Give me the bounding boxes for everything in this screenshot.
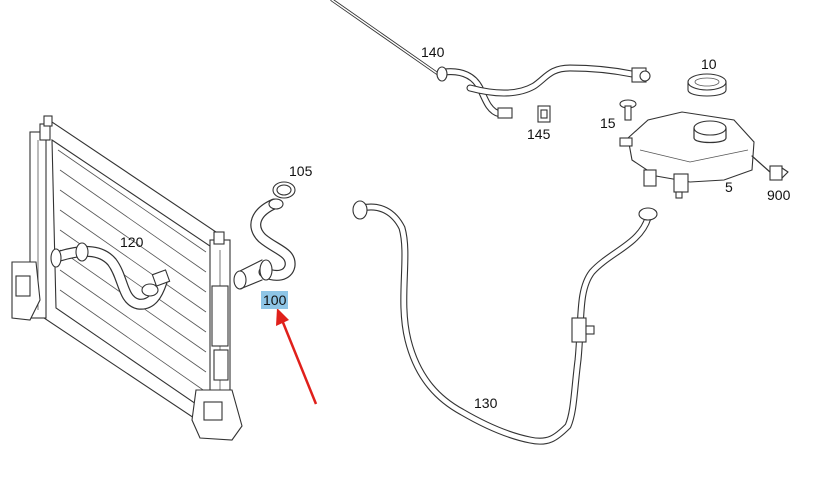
screw-15	[619, 99, 637, 121]
callout-900: 900	[767, 187, 791, 203]
callout-10: 10	[701, 56, 717, 72]
connector-900	[751, 155, 789, 181]
pointer-arrow	[276, 308, 318, 405]
hose-140	[330, 0, 651, 119]
callout-5: 5	[725, 179, 733, 195]
cap-10	[687, 73, 727, 97]
hose-120	[50, 242, 171, 310]
clip-145	[537, 105, 551, 123]
expansion-tank-5	[619, 111, 755, 199]
callout-140: 140	[421, 44, 445, 60]
callout-120: 120	[120, 234, 144, 250]
hose-130	[352, 200, 658, 445]
callout-100: 100	[261, 291, 289, 309]
callout-145: 145	[527, 126, 551, 142]
callout-15: 15	[600, 115, 616, 131]
radiator	[11, 115, 243, 441]
callout-105: 105	[289, 163, 313, 179]
hose-100	[233, 198, 296, 290]
o-ring-105	[272, 181, 296, 199]
callout-130: 130	[474, 395, 498, 411]
